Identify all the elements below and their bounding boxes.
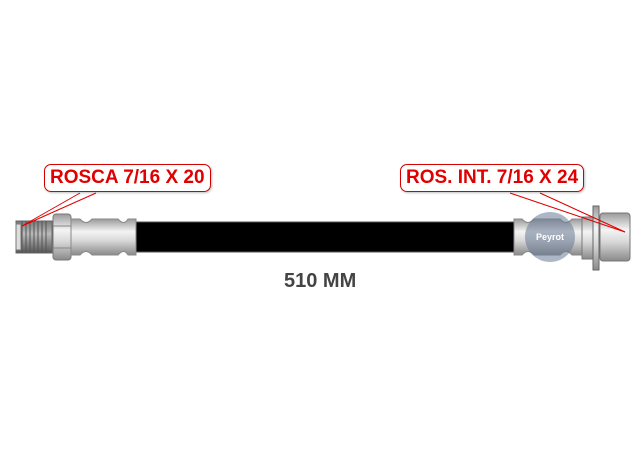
svg-text:Peyrot: Peyrot (536, 232, 564, 242)
left-thread-callout: ROSCA 7/16 X 20 (44, 164, 211, 192)
right-thread-callout: ROS. INT. 7/16 X 24 (400, 164, 585, 192)
watermark-logo (525, 212, 575, 262)
left-fitting (15, 213, 137, 261)
hose (133, 221, 517, 253)
hose-length-label: 510 MM (284, 270, 357, 292)
callout-leaders (21, 192, 626, 233)
right-fitting: Peyrot (513, 205, 631, 271)
